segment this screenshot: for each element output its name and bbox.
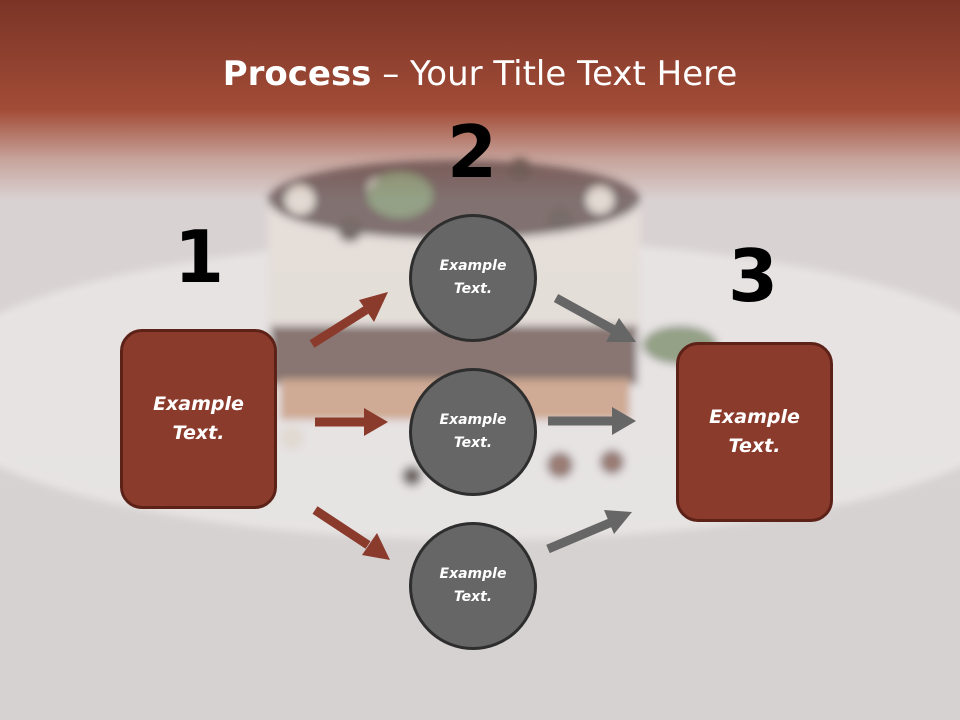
slide-title: Process – Your Title Text Here	[0, 52, 960, 96]
step-3-box: Example Text.	[676, 342, 833, 522]
step-2-circle-top: Example Text.	[409, 214, 537, 342]
step-number-2: 2	[446, 110, 498, 194]
step-2-bottom-text: Example Text.	[439, 566, 507, 605]
step-2-middle-text: Example Text.	[439, 412, 507, 451]
arrow-from-middle-circle	[548, 407, 636, 435]
arrow-from-top-circle	[553, 294, 636, 342]
step-2-circle-bottom: Example Text.	[409, 522, 537, 650]
step-1-box: Example Text.	[120, 329, 277, 509]
arrow-to-bottom-circle	[312, 506, 390, 560]
arrow-from-bottom-circle	[546, 510, 632, 554]
step-1-text: Example Text.	[153, 393, 244, 444]
arrow-to-top-circle	[309, 292, 388, 348]
step-2-circle-middle: Example Text.	[409, 368, 537, 496]
title-bold: Process	[222, 54, 372, 94]
step-3-text: Example Text.	[709, 406, 800, 457]
step-number-1: 1	[173, 215, 225, 299]
arrow-to-middle-circle	[315, 408, 388, 436]
title-rest: – Your Title Text Here	[371, 54, 738, 94]
step-2-top-text: Example Text.	[439, 258, 507, 297]
step-number-3: 3	[727, 234, 779, 318]
